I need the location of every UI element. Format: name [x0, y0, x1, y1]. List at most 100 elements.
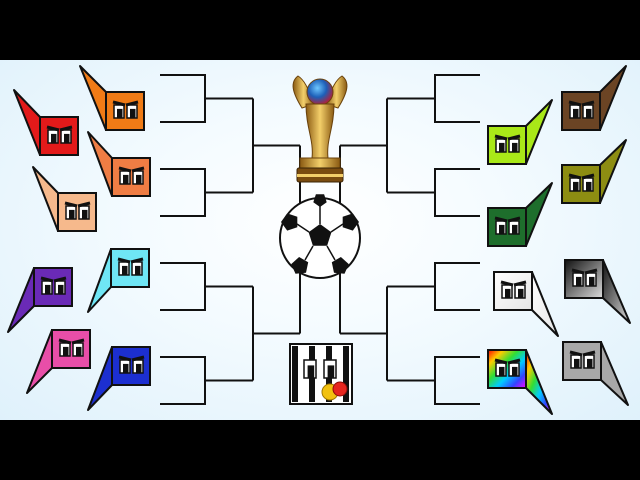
- pupil: [512, 366, 518, 376]
- team-tail: [525, 99, 553, 165]
- ball-patch: [281, 213, 298, 231]
- team-face: [105, 91, 145, 131]
- pupil: [58, 284, 64, 294]
- ball-seam: [304, 245, 314, 261]
- bracket-line: [160, 168, 253, 217]
- trophy-stem: [305, 103, 335, 159]
- eyebrow: [117, 257, 131, 264]
- team-face: [110, 248, 150, 288]
- team-tail: [87, 131, 113, 197]
- pupil: [135, 265, 141, 275]
- pupil: [69, 209, 75, 219]
- team-face: [487, 349, 527, 389]
- trophy-collar: [299, 157, 341, 169]
- bracket-line: [340, 98, 388, 193]
- eyebrow: [64, 201, 78, 208]
- team-white-icon: [493, 271, 559, 337]
- eyebrow: [494, 358, 508, 365]
- jersey-stripes-icon: [289, 343, 353, 405]
- eyebrow: [131, 355, 145, 362]
- ball-patch: [308, 224, 332, 246]
- team-peach-icon: [32, 166, 97, 232]
- team-face: [564, 259, 604, 299]
- team-face: [561, 91, 601, 131]
- pupil: [136, 174, 142, 184]
- eyebrow: [568, 100, 582, 107]
- jersey-red-blob: [332, 381, 348, 397]
- eyebrow: [494, 216, 508, 223]
- pupil: [586, 108, 592, 118]
- pupil: [586, 181, 592, 191]
- trophy-globe: [306, 78, 334, 106]
- eyebrow: [584, 268, 598, 275]
- team-coral-icon: [87, 131, 151, 197]
- bracket-line: [252, 286, 300, 381]
- pupil: [518, 288, 524, 298]
- eyebrow: [59, 125, 73, 132]
- team-tail: [7, 267, 35, 333]
- eyebrow: [118, 166, 132, 173]
- bracket-line: [387, 74, 480, 123]
- team-green-icon: [487, 182, 553, 247]
- pupil: [576, 276, 582, 286]
- eyebrow: [581, 173, 595, 180]
- team-tail: [525, 349, 553, 415]
- team-lime-icon: [487, 99, 553, 165]
- eyebrow: [569, 350, 583, 357]
- eyebrow: [500, 280, 514, 287]
- team-face: [487, 125, 527, 165]
- team-brown-icon: [561, 65, 627, 131]
- trophy-base-band: [297, 174, 343, 177]
- pupil: [63, 346, 69, 356]
- ball-seam: [330, 223, 344, 233]
- team-orange-icon: [79, 65, 145, 131]
- team-face: [561, 164, 601, 204]
- letterbox-bottom: [0, 420, 640, 480]
- team-blue-icon: [87, 346, 151, 411]
- bracket-line: [340, 286, 388, 381]
- pupil: [573, 108, 579, 118]
- team-tail: [599, 139, 627, 204]
- team-face: [111, 157, 151, 197]
- team-tail: [602, 259, 631, 324]
- team-rainbow-icon: [487, 349, 553, 415]
- eyebrow: [71, 338, 85, 345]
- pupil: [499, 224, 505, 234]
- team-face: [39, 116, 79, 156]
- center-art: [279, 75, 361, 405]
- eyebrow: [507, 216, 521, 223]
- pupil: [51, 133, 57, 143]
- letterbox-top: [0, 0, 640, 60]
- bracket-line: [387, 262, 480, 311]
- bracket-line: [387, 168, 480, 217]
- team-tail: [26, 329, 53, 394]
- team-tail: [525, 182, 553, 247]
- team-face: [57, 192, 97, 232]
- eyebrow: [53, 276, 67, 283]
- team-tail: [87, 346, 113, 411]
- team-tail: [32, 166, 59, 232]
- eyebrow: [513, 280, 527, 287]
- eyebrow: [118, 355, 132, 362]
- jersey-stripe: [292, 346, 298, 402]
- eyebrow: [130, 257, 144, 264]
- ball-seam: [326, 245, 336, 261]
- bracket-line: [160, 356, 253, 405]
- pupil: [505, 288, 511, 298]
- team-silver-icon: [562, 341, 629, 406]
- eyebrow: [581, 100, 595, 107]
- team-red-icon: [13, 89, 79, 156]
- eyebrow: [507, 358, 521, 365]
- eyebrow: [494, 134, 508, 141]
- team-tail: [13, 89, 41, 156]
- eyebrow: [568, 173, 582, 180]
- pupil: [130, 108, 136, 118]
- pupil: [499, 142, 505, 152]
- pupil: [307, 365, 315, 378]
- trophy-icon: [292, 75, 348, 183]
- pupil: [45, 284, 51, 294]
- pupil: [589, 276, 595, 286]
- eyebrow: [77, 201, 91, 208]
- team-tail: [87, 248, 112, 313]
